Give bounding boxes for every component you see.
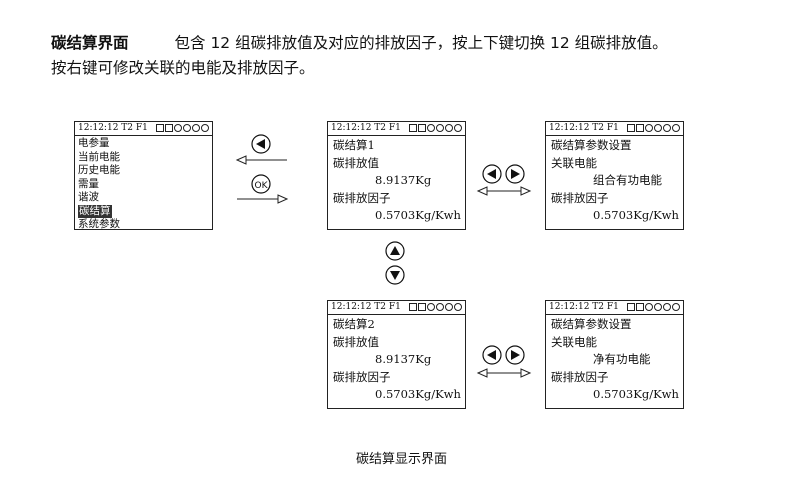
right-key-icon — [505, 164, 525, 184]
right-key-icon — [505, 345, 525, 365]
up-key-icon — [385, 241, 405, 261]
arrow-to-menu — [235, 155, 287, 165]
status-bar: 12:12:12 T2 F1 — [328, 122, 465, 136]
left-key-icon — [482, 164, 502, 184]
params-assoc: 组合有功电能 — [593, 173, 662, 187]
carbon-factor: 0.5703Kg/Kwh — [375, 208, 461, 222]
status-bar: 12:12:12 T2 F1 — [546, 122, 683, 136]
menu-item: 系统参数 — [78, 218, 120, 230]
double-arrow-bottom — [476, 368, 532, 378]
carbon-title: 碳结算1 — [333, 138, 375, 152]
params-factor-label: 碳排放因子 — [551, 190, 609, 205]
status-bar: 12:12:12 T2 F1 — [328, 301, 465, 315]
params-factor-label: 碳排放因子 — [551, 369, 609, 384]
params-factor: 0.5703Kg/Kwh — [593, 208, 679, 222]
left-key-icon — [482, 345, 502, 365]
status-bar: 12:12:12 T2 F1 — [546, 301, 683, 315]
params-factor: 0.5703Kg/Kwh — [593, 387, 679, 401]
status-time: 12:12:12 T2 F1 — [78, 123, 148, 133]
status-bar: 12:12:12 T2 F1 — [75, 122, 212, 136]
screen-carbon-2: 12:12:12 T2 F1 碳结算2 碳排放值 8.9137Kg 碳排放因子 … — [327, 300, 466, 409]
heading-desc-2: 按右键可修改关联的电能及排放因子。 — [51, 59, 315, 77]
figure-caption: 碳结算显示界面 — [356, 452, 448, 467]
ok-key-icon: OK — [251, 174, 271, 194]
carbon-value: 8.9137Kg — [375, 173, 432, 187]
screen-params-1: 12:12:12 T2 F1 碳结算参数设置 关联电能 组合有功电能 碳排放因子… — [545, 121, 684, 230]
ok-key-label: OK — [255, 181, 269, 191]
down-key-icon — [385, 265, 405, 285]
params-assoc-label: 关联电能 — [551, 155, 597, 170]
heading-title: 碳结算界面 — [51, 34, 129, 52]
carbon-value-label: 碳排放值 — [333, 155, 379, 170]
params-title: 碳结算参数设置 — [551, 138, 632, 152]
menu-item: 历史电能 — [78, 164, 120, 176]
params-assoc-label: 关联电能 — [551, 334, 597, 349]
menu-item: 当前电能 — [78, 150, 120, 163]
double-arrow-top — [476, 186, 532, 196]
heading-line-1: 碳结算界面 包含 12 组碳排放值及对应的排放因子，按上下键切换 12 组碳排放值… — [51, 33, 668, 54]
screen-carbon-1: 12:12:12 T2 F1 碳结算1 碳排放值 8.9137Kg 碳排放因子 … — [327, 121, 466, 230]
status-indicators — [409, 124, 462, 132]
status-indicators — [627, 303, 680, 311]
menu-item: 需量 — [78, 177, 99, 190]
status-time: 12:12:12 T2 F1 — [331, 302, 401, 312]
status-indicators — [409, 303, 462, 311]
carbon-value: 8.9137Kg — [375, 352, 432, 366]
carbon-factor-label: 碳排放因子 — [333, 369, 391, 384]
carbon-title: 碳结算2 — [333, 317, 375, 331]
arrow-to-carbon — [237, 194, 289, 204]
menu-list: 电参量 当前电能 历史电能 需量 谐波 碳结算 系统参数 — [75, 136, 212, 230]
params-assoc: 净有功电能 — [593, 352, 651, 366]
carbon-factor-label: 碳排放因子 — [333, 190, 391, 205]
carbon-value-label: 碳排放值 — [333, 334, 379, 349]
status-indicators — [156, 124, 209, 132]
menu-item: 电参量 — [78, 137, 110, 149]
screen-main-menu: 12:12:12 T2 F1 电参量 当前电能 历史电能 需量 谐波 碳结算 系… — [74, 121, 213, 230]
status-indicators — [627, 124, 680, 132]
menu-item: 谐波 — [78, 191, 99, 203]
left-key-icon — [251, 134, 271, 154]
carbon-factor: 0.5703Kg/Kwh — [375, 387, 461, 401]
params-title: 碳结算参数设置 — [551, 317, 632, 331]
screen-params-2: 12:12:12 T2 F1 碳结算参数设置 关联电能 净有功电能 碳排放因子 … — [545, 300, 684, 409]
status-time: 12:12:12 T2 F1 — [549, 123, 619, 133]
status-time: 12:12:12 T2 F1 — [331, 123, 401, 133]
heading-desc-1: 包含 12 组碳排放值及对应的排放因子，按上下键切换 12 组碳排放值。 — [174, 34, 668, 52]
status-time: 12:12:12 T2 F1 — [549, 302, 619, 312]
menu-item-selected: 碳结算 — [78, 204, 112, 218]
